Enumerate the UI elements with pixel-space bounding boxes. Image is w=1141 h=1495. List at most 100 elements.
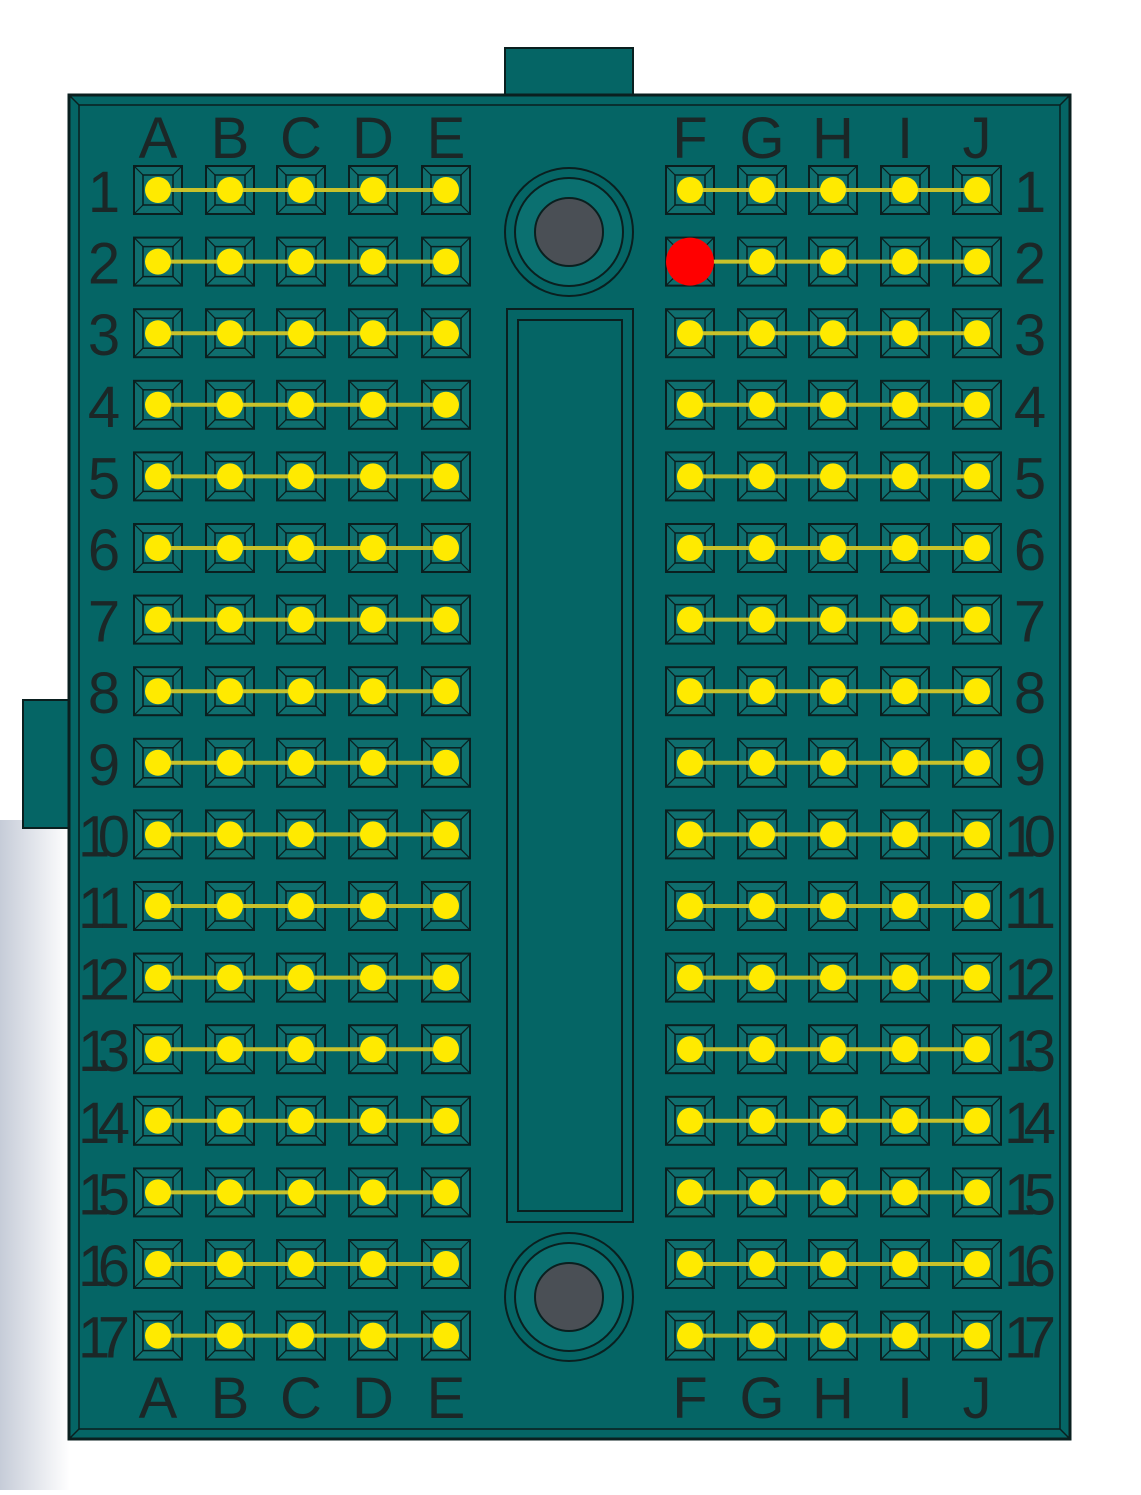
contact-dot [892,964,918,991]
contact-dot [288,177,314,203]
contact-dot [749,1179,775,1206]
contact-dot [820,463,846,490]
contact-dot [677,391,703,418]
column-label-bottom: B [211,1366,250,1431]
column-label-bottom: C [280,1366,322,1431]
row-label-right: 14 [1004,1091,1056,1156]
contact-dot [677,1179,703,1206]
contact-dot [892,320,918,347]
contact-dot [288,606,314,633]
row-label-left: 17 [78,1306,130,1371]
contact-dot [892,749,918,776]
contact-dot [217,248,243,275]
contact-dot [892,1179,918,1206]
contact-dot [820,320,846,347]
contact-dot [892,678,918,705]
contact-dot [892,1322,918,1349]
row-label-left: 1 [88,160,120,225]
row-label-left: 6 [88,518,120,583]
row-label-right: 3 [1014,303,1046,368]
column-label-bottom: D [352,1366,394,1431]
holes-layer [133,165,1002,1361]
contact-dot [360,177,386,203]
contact-dot [749,821,775,848]
contact-dot [892,535,918,561]
contact-dot [433,1107,459,1134]
contact-dot [217,1322,243,1349]
row-label-left: 3 [88,303,120,368]
column-label-top: C [280,106,322,171]
contact-dot [433,821,459,848]
contact-dot [433,893,459,919]
contact-dot [964,821,990,848]
contact-dot [964,177,990,203]
contact-dot [288,1036,314,1063]
contact-dot [433,964,459,991]
column-label-top: G [739,106,784,171]
contact-dot [820,749,846,776]
contact-dot [145,1251,171,1277]
contact-dot [964,893,990,919]
contact-dot [145,821,171,848]
contact-dot [820,678,846,705]
contact-dot [677,1322,703,1349]
contact-dot [892,248,918,275]
contact-dot [677,535,703,561]
row-label-left: 10 [78,804,130,869]
contact-dot [360,749,386,776]
row-label-right: 12 [1004,948,1056,1013]
contact-dot [288,1322,314,1349]
contact-dot [820,606,846,633]
contact-dot [288,678,314,705]
contact-dot [749,535,775,561]
contact-dot [360,893,386,919]
contact-dot [749,893,775,919]
top-tab [504,47,634,99]
contact-dot [145,463,171,490]
contact-dot [820,177,846,203]
contact-dot [288,1251,314,1277]
contact-dot [433,463,459,490]
contact-dot [892,1251,918,1277]
contact-dot [360,964,386,991]
contact-dot [145,320,171,347]
contact-dot [892,391,918,418]
center-channel-inner [517,319,623,1212]
contact-dot [288,463,314,490]
contact-dot [964,749,990,776]
mounting-screw-icon [504,1232,634,1362]
contact-dot [217,1036,243,1063]
contact-dot [433,749,459,776]
contact-dot [677,821,703,848]
contact-dot [145,606,171,633]
contact-dot [145,1107,171,1134]
contact-dot [749,1251,775,1277]
row-label-left: 16 [78,1234,130,1299]
column-label-top: H [812,106,854,171]
row-label-right: 17 [1004,1306,1056,1371]
column-label-top: J [963,106,992,171]
contact-dot [288,248,314,275]
contact-dot [892,463,918,490]
row-label-right: 1 [1014,160,1046,225]
contact-dot [433,391,459,418]
column-label-top: I [897,106,913,171]
contact-dot [145,678,171,705]
contact-dot [145,1179,171,1206]
contact-dot [677,463,703,490]
contact-dot [288,391,314,418]
column-label-top: F [672,106,707,171]
contact-dot [677,893,703,919]
contact-dot [749,1107,775,1134]
contact-dot [820,391,846,418]
contact-dot [964,1036,990,1063]
hole-E9 [421,737,471,788]
row-label-right: 15 [1004,1162,1056,1227]
contact-dot [964,320,990,347]
contact-dot [433,606,459,633]
contact-dot [145,964,171,991]
contact-dot [820,964,846,991]
row-label-left: 15 [78,1162,130,1227]
